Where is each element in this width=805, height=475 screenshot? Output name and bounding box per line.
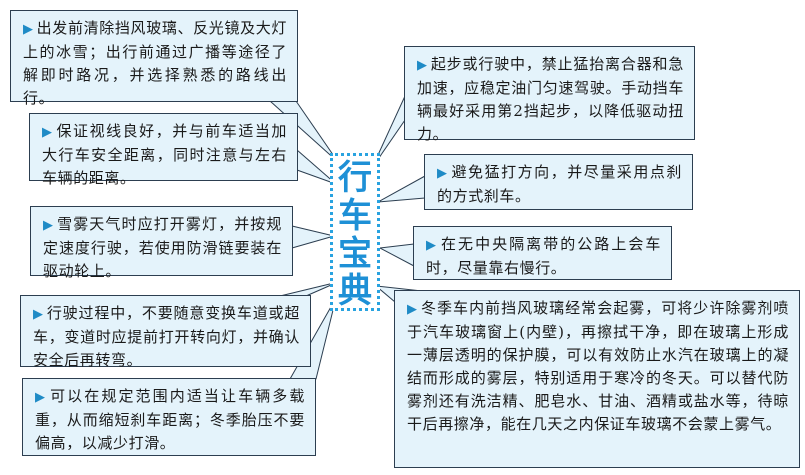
tip-text-9: 可以在规定范围内适当让车辆多载重，从而缩短刹车距离；冬季胎压不要偏高，以减少打滑… [35, 387, 305, 452]
title-char-3: 宝 [338, 234, 372, 274]
tip-text-7: 行驶过程中，不要随意变换车道或超车，变道时应提前打开转向灯，并确认安全后再转弯。 [33, 304, 300, 369]
arrow-right-icon: ▶ [426, 238, 439, 253]
arrow-right-icon: ▶ [407, 302, 419, 317]
title-char-1: 行 [338, 158, 372, 198]
title-frame: 行 车 宝 典 [330, 153, 380, 311]
title-char-2: 车 [338, 196, 372, 236]
tip-bubble-7: ▶行驶过程中，不要随意变换车道或超车，变道时应提前打开转向灯，并确认安全后再转弯… [20, 295, 311, 369]
arrow-right-icon: ▶ [23, 22, 34, 37]
tip-text-3: 保证视线良好，并与前车适当加大行车安全距离，同时注意与左右车辆的距离。 [42, 122, 287, 187]
arrow-right-icon: ▶ [43, 218, 55, 233]
tip-text-1: 出发前清除挡风玻璃、反光镜及大灯上的冰雪；出行前通过广播等途径了解即时路况，并选… [23, 19, 287, 107]
arrow-right-icon: ▶ [33, 307, 44, 322]
tip-bubble-8: ▶冬季车内前挡风玻璃经常会起雾，可将少许除雾剂喷于汽车玻璃窗上(内壁)，再擦拭干… [394, 290, 800, 468]
connector-5 [291, 225, 335, 249]
tip-text-5: 雪雾天气时应打开雾灯，并按规定速度行驶，若使用防滑链要装在驱动轮上。 [43, 215, 282, 280]
tip-bubble-4: ▶避免猛打方向，并尽量采用点刹的方式刹车。 [424, 154, 693, 210]
arrow-right-icon: ▶ [417, 58, 428, 73]
tip-bubble-9: ▶可以在规定范围内适当让车辆多载重，从而缩短刹车距离；冬季胎压不要偏高，以减少打… [22, 378, 316, 456]
arrow-right-icon: ▶ [437, 166, 449, 181]
tip-text-8: 冬季车内前挡风玻璃经常会起雾，可将少许除雾剂喷于汽车玻璃窗上(内壁)，再擦拭干净… [407, 299, 789, 433]
connector-6 [379, 243, 415, 267]
tip-bubble-1: ▶出发前清除挡风玻璃、反光镜及大灯上的冰雪；出行前通过广播等途径了解即时路况，并… [10, 10, 298, 107]
tip-bubble-6: ▶在无中央隔离带的公路上会车时，尽量靠右慢行。 [413, 226, 672, 280]
tip-bubble-3: ▶保证视线良好，并与前车适当加大行车安全距离，同时注意与左右车辆的距离。 [29, 113, 298, 187]
connector-4 [377, 175, 426, 203]
title-char-4: 典 [338, 271, 372, 311]
tip-text-6: 在无中央隔离带的公路上会车时，尽量靠右慢行。 [426, 235, 661, 277]
arrow-right-icon: ▶ [42, 125, 54, 140]
arrow-right-icon: ▶ [35, 390, 48, 405]
tip-text-2: 起步或行驶中，禁止猛抬离合器和急加速，应稳定油门匀速驾驶。手动挡车辆最好采用第2… [417, 55, 684, 143]
tip-bubble-2: ▶起步或行驶中，禁止猛抬离合器和急加速，应稳定油门匀速驾驶。手动挡车辆最好采用第… [404, 46, 695, 143]
tip-text-4: 避免猛打方向，并尽量采用点刹的方式刹车。 [437, 163, 682, 205]
tip-bubble-5: ▶雪雾天气时应打开雾灯，并按规定速度行驶，若使用防滑链要装在驱动轮上。 [30, 206, 293, 280]
